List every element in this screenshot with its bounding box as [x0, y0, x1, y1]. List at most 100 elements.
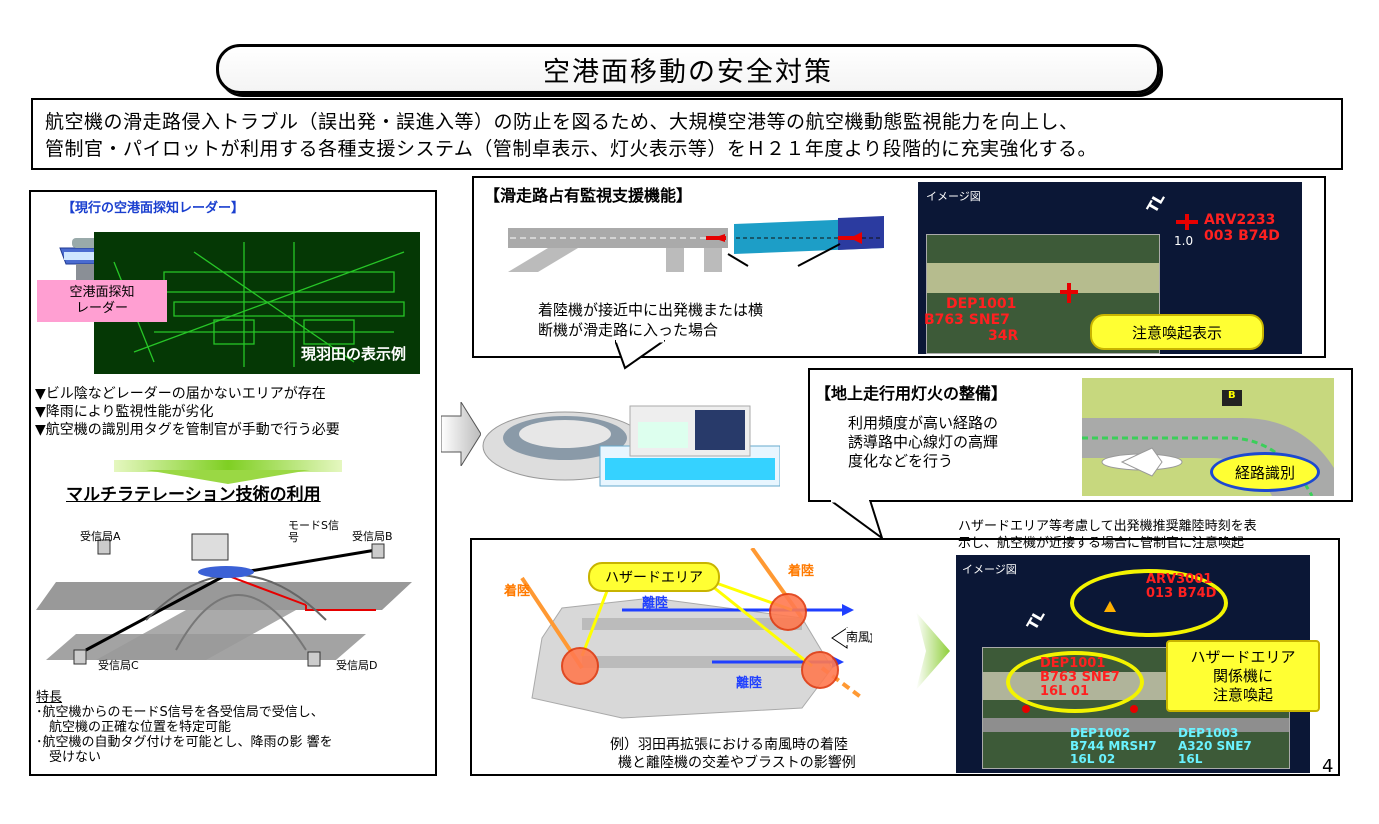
hazard-callout: ハザードエリア 関係機に 注意喚起 — [1166, 640, 1320, 712]
runway-heading: 【滑走路占有監視支援機能】 — [484, 186, 693, 205]
runway-radar-screen: イメージ図 ARV2233 003 B74D 1.0 TL DEP1001 B7… — [918, 182, 1302, 354]
runway-area — [926, 234, 1160, 354]
mlat-title: マルチラテレーション技術の利用 — [66, 485, 321, 505]
departure-tag-1-line-2: B763 SNE7 — [1040, 670, 1120, 685]
departure-tag-3: DEP1003 A320 SNE7 16L — [1178, 727, 1252, 766]
runway-panel-pointer — [615, 340, 665, 370]
arrival-altitude: 1.0 — [1174, 234, 1194, 248]
taxiway-illustration: B 経路識別 — [1082, 378, 1334, 496]
landing-label-1: 着陸 — [504, 584, 531, 599]
runway-marker: TL — [1023, 606, 1049, 634]
image-label: イメージ図 — [926, 190, 981, 203]
hazard-callout-line-2: 関係機に — [1212, 666, 1273, 685]
station-b-label: 受信局B — [352, 530, 393, 543]
right-arrow-icon — [441, 402, 481, 466]
bullet-item: ▼ビル陰などレーダーの届かないエリアが存在 — [35, 386, 326, 402]
takeoff-label-2: 離陸 — [736, 676, 763, 691]
image-label: イメージ図 — [962, 563, 1017, 576]
intro-line-2: 管制官・パイロットが利用する各種支援システム（管制卓表示、灯火表示等）をＨ２１年… — [45, 138, 1098, 160]
departure-tag-2-line-3: 16L 02 — [1070, 752, 1116, 766]
features-block: 特長 ･航空機からのモードS信号を各受信局で受信し、 航空機の正確な位置を特定可… — [36, 690, 333, 765]
hazard-note: ハザードエリア等考慮して出発機推奨離陸時刻を表 示し、航空機が近接する場合に管制… — [958, 518, 1257, 552]
departure-tag-3-line-1: DEP1003 — [1178, 726, 1239, 740]
departure-tag-2-line-2: B744 MRSH7 — [1070, 739, 1157, 753]
bullet-item: ▼航空機の識別用タグを管制官が手動で行う必要 — [35, 422, 340, 438]
radar-label: 空港面探知 レーダー — [37, 280, 167, 322]
mlat-diagram — [36, 533, 412, 667]
departure-tag-2: DEP1002 B744 MRSH7 16L 02 — [1070, 727, 1157, 766]
hazard-area-label: ハザードエリア — [588, 562, 720, 592]
station-a-label: 受信局A — [80, 530, 121, 543]
control-console-illustration — [482, 405, 780, 487]
departure-marker-icon — [1130, 705, 1138, 713]
arrival-tag-line-1: ARV3001 — [1146, 572, 1213, 587]
arrival-hazard-ellipse — [1070, 569, 1228, 637]
arrival-tag-line-2: 013 B74D — [1146, 586, 1217, 601]
feature-line: ･航空機からのモードS信号を各受信局で受信し、 — [36, 705, 324, 720]
left-heading: 【現行の空港面探知レーダー】 — [62, 201, 245, 216]
departure-tag-line-2: B763 SNE7 — [924, 312, 1010, 328]
lighting-text-line-3: 度化などを行う — [848, 452, 954, 470]
intro-box: 航空機の滑走路侵入トラブル（誤出発・誤進入等）の防止を図るため、大規模空港等の航… — [31, 98, 1343, 170]
runway-marker: TL — [1143, 189, 1169, 217]
arrival-tag: ARV3001 013 B74D — [1146, 573, 1216, 601]
lighting-text-line-1: 利用頻度が高い経路の — [848, 414, 999, 432]
departure-tag: DEP1001 B763 SNE7 34R — [924, 296, 1018, 344]
mode-s-label: モードS信号 — [288, 519, 339, 544]
runway-caption-line-1: 着陸機が接近中に出発機または横 — [538, 301, 764, 319]
runway-illustration — [508, 216, 884, 272]
alert-label: 注意喚起表示 — [1090, 314, 1264, 350]
features-heading: 特長 — [36, 690, 63, 705]
radar-map — [113, 242, 405, 367]
hazard-note-line-2: 示し、航空機が近接する場合に管制官に注意喚起 — [958, 536, 1245, 551]
sign-letter: B — [1228, 390, 1236, 401]
runway-caption-line-2: 断機が滑走路に入った場合 — [538, 321, 719, 339]
runway-caption: 着陸機が接近中に出発機または横 断機が滑走路に入った場合 — [538, 300, 763, 340]
bullet-item: ▼降雨により監視性能が劣化 — [35, 404, 214, 420]
hazard-caption: 例）羽田再拡張における南風時の着陸 機と離陸機の交差やブラストの影響例 — [610, 736, 856, 772]
departure-tag-3-line-2: A320 SNE7 — [1178, 739, 1252, 753]
page-number: 4 — [1322, 756, 1334, 777]
arrival-marker-icon — [1104, 601, 1116, 612]
haneda-map: ハザードエリア 着陸 着陸 離陸 離陸 南風 — [502, 548, 872, 730]
haneda-map-drawing — [520, 548, 872, 719]
station-d-label: 受信局D — [336, 659, 378, 672]
hazard-taxiway — [983, 718, 1289, 732]
arrival-tag-line-1: ARV2233 — [1204, 212, 1276, 228]
departure-tag-3-line-3: 16L — [1178, 752, 1203, 766]
hazard-note-line-1: ハザードエリア等考慮して出発機推奨離陸時刻を表 — [958, 519, 1257, 534]
feature-line: 航空機の正確な位置を特定可能 — [36, 720, 232, 735]
hazard-callout-line-3: 注意喚起 — [1212, 685, 1273, 704]
departure-marker-icon — [1022, 705, 1030, 713]
page-title: 空港面移動の安全対策 — [216, 44, 1160, 94]
lighting-panel-pointer — [830, 500, 884, 540]
screen-caption: 現羽田の表示例 — [300, 345, 406, 363]
runway-strip — [927, 263, 1159, 293]
departure-tag-line-3: 34R — [988, 328, 1019, 344]
arrival-tag: ARV2233 003 B74D — [1204, 212, 1280, 244]
departure-tag-1-line-1: DEP1001 — [1040, 656, 1106, 671]
departure-tag-line-1: DEP1001 — [946, 296, 1017, 312]
feature-line: ･航空機の自動タグ付けを可能とし、降雨の影 響を — [36, 735, 333, 750]
arrival-aircraft-icon — [1176, 214, 1198, 230]
lighting-heading: 【地上走行用灯火の整備】 — [815, 384, 1008, 403]
takeoff-label-1: 離陸 — [642, 596, 669, 611]
south-wind-label: 南風 — [846, 628, 871, 645]
right-arrow-green-icon — [916, 612, 950, 690]
departure-tag-1-line-3: 16L 01 — [1040, 684, 1089, 699]
hazard-callout-line-1: ハザードエリア — [1190, 647, 1296, 666]
intro-line-1: 航空機の滑走路侵入トラブル（誤出発・誤進入等）の防止を図るため、大規模空港等の航… — [45, 111, 1079, 133]
lighting-text-line-2: 誘導路中心線灯の高輝 — [848, 433, 999, 451]
landing-label-2: 着陸 — [788, 564, 815, 579]
left-bullets: ▼ビル陰などレーダーの届かないエリアが存在 ▼降雨により監視性能が劣化 ▼航空機… — [35, 385, 340, 439]
departure-aircraft-icon — [1060, 283, 1078, 303]
departure-tag-1: DEP1001 B763 SNE7 16L 01 — [1040, 657, 1120, 699]
transition-arrow — [114, 460, 342, 472]
arrival-tag-line-2: 003 B74D — [1204, 228, 1280, 244]
departure-tag-2-line-1: DEP1002 — [1070, 726, 1131, 740]
feature-line: 受けない — [36, 750, 102, 765]
lighting-text: 利用頻度が高い経路の 誘導路中心線灯の高輝 度化などを行う — [848, 414, 998, 471]
station-c-label: 受信局C — [98, 659, 139, 672]
hazard-caption-line-1: 例）羽田再拡張における南風時の着陸 — [610, 737, 848, 753]
departure-hazard-ellipse — [1006, 651, 1144, 713]
